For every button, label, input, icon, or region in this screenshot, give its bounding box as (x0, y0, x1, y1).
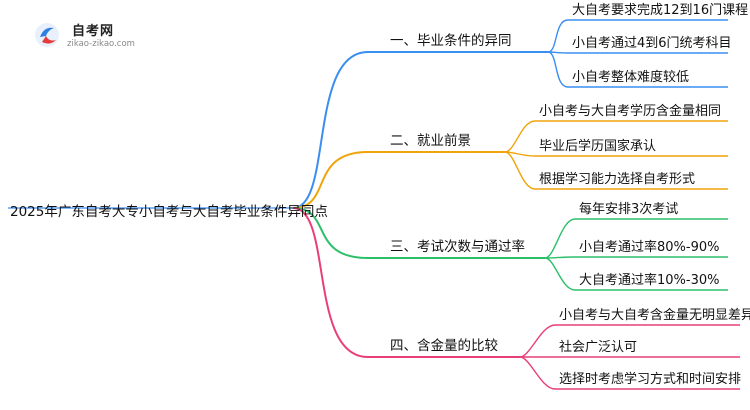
leaf-connector (519, 324, 556, 358)
logo-mark-icon (35, 23, 59, 47)
node-layer: 一、毕业条件的异同大自考要求完成12到16门课程小自考通过4到6门统考科目小自考… (390, 3, 750, 387)
leaf-label: 根据学习能力选择自考形式 (539, 171, 695, 187)
branch-label: 一、毕业条件的异同 (390, 32, 512, 49)
leaf-label: 社会广泛认可 (559, 339, 637, 355)
leaf-connector (504, 151, 536, 190)
leaf-label: 每年安排3次考试 (579, 201, 678, 217)
branch-connector (292, 151, 369, 209)
leaf-connector (544, 218, 576, 259)
branch-connector (292, 207, 369, 358)
leaf-connector (504, 120, 536, 153)
leaf-label: 小自考通过4到6门统考科目 (572, 36, 732, 51)
branch-label: 四、含金量的比较 (390, 338, 498, 354)
branch-connector (292, 51, 369, 209)
leaf-label: 大自考要求完成12到16门课程 (572, 3, 748, 18)
logo-subtitle: zikao-zikao.com (67, 39, 135, 49)
leaf-connector (547, 19, 569, 53)
leaf-label: 小自考通过率80%-90% (579, 239, 719, 255)
leaf-connector (544, 256, 576, 259)
leaf-label: 选择时考虑学习方式和时间安排 (559, 371, 741, 387)
logo-title: 自考网 (72, 24, 115, 39)
root-topic: 2025年广东自考大专小自考与大自考毕业条件异同点 (10, 203, 328, 220)
leaf-connector (547, 51, 569, 88)
leaf-label: 小自考与大自考含金量无明显差异 (559, 307, 750, 323)
branch-label: 二、就业前景 (390, 132, 471, 149)
leaf-label: 小自考与大自考学历含金量相同 (539, 103, 721, 119)
branch-connector (292, 207, 369, 259)
connector-layer (8, 19, 740, 390)
site-logo: 自考网 zikao-zikao.com (32, 18, 142, 54)
branch-label: 三、考试次数与通过率 (390, 238, 525, 255)
leaf-connector (519, 356, 556, 390)
leaf-label: 小自考整体难度较低 (572, 69, 689, 85)
leaf-label: 毕业后学历国家承认 (539, 138, 656, 154)
leaf-connector (544, 257, 576, 291)
leaf-label: 大自考通过率10%-30% (579, 272, 719, 288)
